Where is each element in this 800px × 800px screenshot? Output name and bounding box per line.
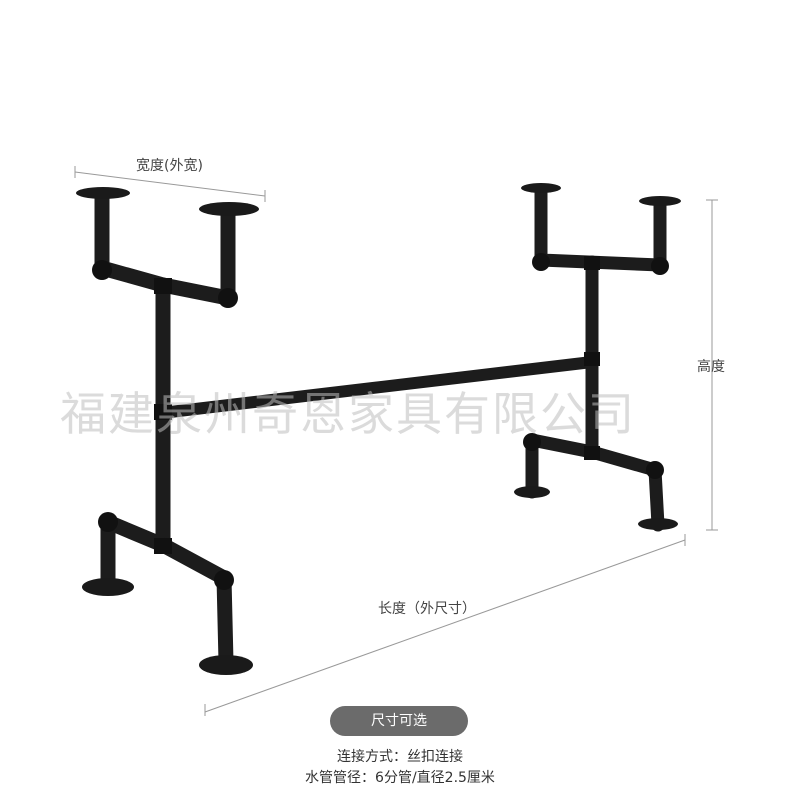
length-dimension-line (204, 539, 686, 713)
dimension-lines (74, 166, 718, 716)
left-flanges (76, 187, 259, 675)
size-options-badge: 尺寸可选 (330, 706, 468, 736)
width-label: 宽度(外宽) (136, 158, 203, 174)
company-watermark: 福建泉州奇恩家具有限公司 (60, 387, 636, 441)
length-label: 长度（外尺寸） (378, 601, 476, 617)
left-leg-frame (92, 187, 238, 670)
height-label: 高度 (697, 359, 725, 375)
right-leg-frame (523, 183, 669, 532)
connection-spec: 连接方式：丝扣连接 (337, 749, 463, 765)
width-dimension-line (74, 171, 266, 197)
crossbar (164, 356, 598, 418)
pipe-diameter-spec: 水管管径：6分管/直径2.5厘米 (305, 770, 495, 786)
right-flanges (514, 183, 681, 530)
